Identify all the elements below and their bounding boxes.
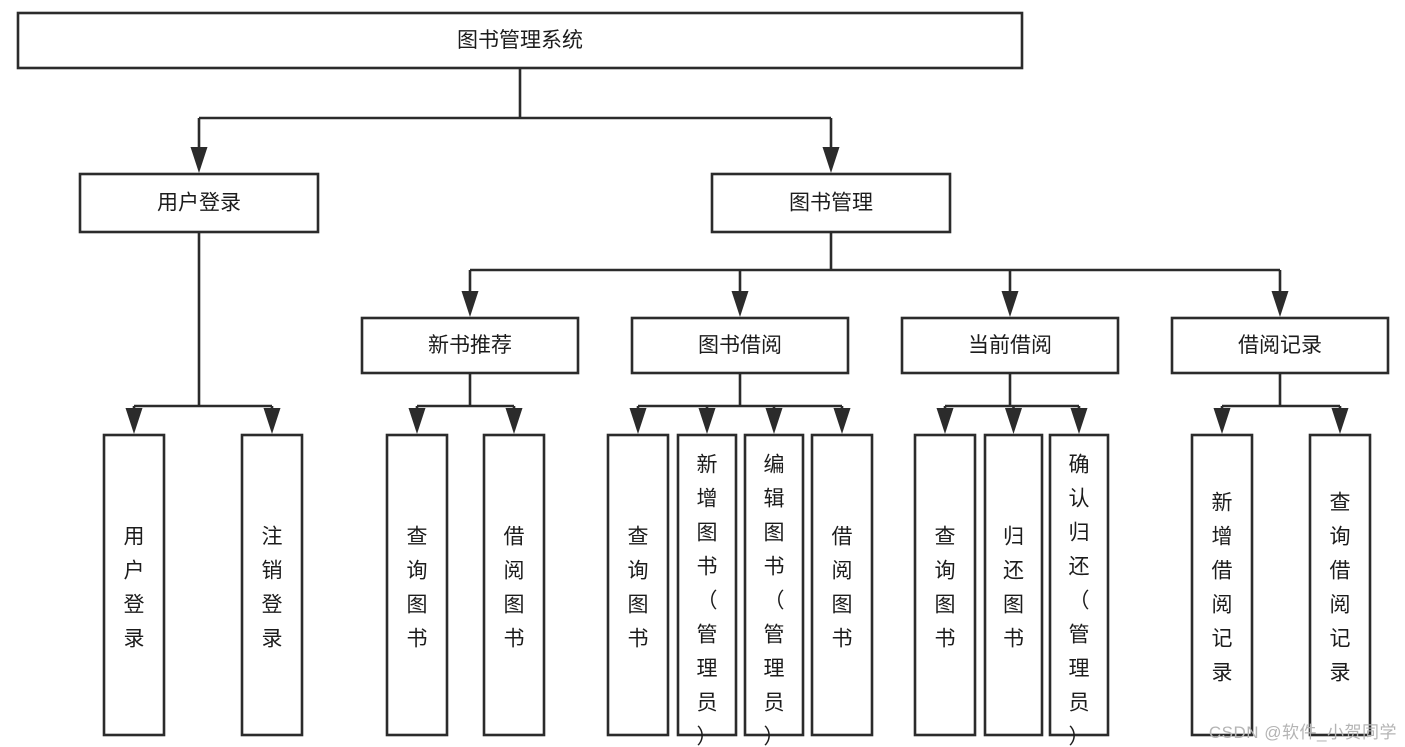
arrow-head-icon [1331, 408, 1349, 434]
node-box[interactable] [743, 433, 805, 737]
node-box[interactable] [482, 433, 546, 737]
node-label: 图书借阅 [698, 334, 782, 357]
node-leaf-add-book[interactable]: 新增图书（管理员） [676, 433, 738, 747]
node-box[interactable] [710, 172, 952, 234]
node-root[interactable]: 图书管理系统 [16, 11, 1024, 70]
arrow-head-icon [505, 408, 523, 434]
arrow-head-icon [1213, 408, 1231, 434]
node-label: 新增借阅记录 [1212, 492, 1233, 685]
node-user-login[interactable]: 用户登录 [78, 172, 320, 234]
node-leaf-borrow-book-1[interactable]: 借阅图书 [482, 433, 546, 737]
node-box[interactable] [78, 172, 320, 234]
node-box[interactable] [900, 316, 1120, 375]
node-box[interactable] [676, 433, 738, 737]
node-box[interactable] [360, 316, 580, 375]
arrow-head-icon [731, 291, 749, 317]
node-layer: 图书管理系统用户登录图书管理新书推荐图书借阅当前借阅借阅记录用户登录注销登录查询… [16, 11, 1390, 747]
arrow-head-icon [629, 408, 647, 434]
node-label: 当前借阅 [968, 334, 1052, 357]
arrow-head-icon [263, 408, 281, 434]
node-label: 新增图书（管理员） [697, 454, 718, 747]
connector-layer [125, 68, 1349, 434]
arrow-head-icon [822, 147, 840, 173]
node-leaf-user-login[interactable]: 用户登录 [102, 433, 166, 737]
node-box[interactable] [606, 433, 670, 737]
node-box[interactable] [630, 316, 850, 375]
node-box[interactable] [1170, 316, 1390, 375]
node-leaf-return-book[interactable]: 归还图书 [983, 433, 1044, 737]
arrow-head-icon [1070, 408, 1088, 434]
arrow-head-icon [190, 147, 208, 173]
node-leaf-query-record[interactable]: 查询借阅记录 [1308, 433, 1372, 737]
node-leaf-query-book-1[interactable]: 查询图书 [385, 433, 449, 737]
node-borrow-record[interactable]: 借阅记录 [1170, 316, 1390, 375]
node-label: 用户登录 [124, 526, 145, 651]
node-box[interactable] [983, 433, 1044, 737]
node-box[interactable] [102, 433, 166, 737]
node-label: 图书管理系统 [457, 29, 583, 52]
arrow-head-icon [1271, 291, 1289, 317]
node-leaf-query-book-2[interactable]: 查询图书 [606, 433, 670, 737]
node-leaf-add-record[interactable]: 新增借阅记录 [1190, 433, 1254, 737]
node-label: 查询图书 [628, 526, 649, 651]
arrow-head-icon [125, 408, 143, 434]
arrow-head-icon [1001, 291, 1019, 317]
arrow-head-icon [833, 408, 851, 434]
node-label: 用户登录 [157, 192, 241, 215]
node-leaf-borrow-book-2[interactable]: 借阅图书 [810, 433, 874, 737]
node-new-book-rec[interactable]: 新书推荐 [360, 316, 580, 375]
node-box[interactable] [385, 433, 449, 737]
node-box[interactable] [1308, 433, 1372, 737]
node-book-borrow[interactable]: 图书借阅 [630, 316, 850, 375]
node-label: 编辑图书（管理员） [764, 454, 785, 747]
node-current-borrow[interactable]: 当前借阅 [900, 316, 1120, 375]
node-label: 借阅图书 [832, 526, 853, 651]
node-label: 注销登录 [262, 526, 283, 651]
node-box[interactable] [913, 433, 977, 737]
node-box[interactable] [1048, 433, 1110, 737]
arrow-head-icon [461, 291, 479, 317]
node-box[interactable] [16, 11, 1024, 70]
node-leaf-query-book-3[interactable]: 查询图书 [913, 433, 977, 737]
node-label: 确认归还（管理员） [1069, 454, 1090, 747]
arrow-head-icon [1005, 408, 1022, 434]
node-leaf-confirm-return[interactable]: 确认归还（管理员） [1048, 433, 1110, 747]
node-label: 图书管理 [789, 192, 873, 215]
node-label: 借阅记录 [1238, 334, 1322, 357]
node-label: 查询图书 [407, 526, 428, 651]
node-label: 查询借阅记录 [1330, 492, 1351, 685]
node-book-mgmt[interactable]: 图书管理 [710, 172, 952, 234]
node-label: 借阅图书 [504, 526, 525, 651]
node-label: 查询图书 [935, 526, 956, 651]
node-label: 归还图书 [1003, 526, 1024, 651]
arrow-head-icon [698, 408, 716, 434]
node-box[interactable] [240, 433, 304, 737]
arrow-head-icon [408, 408, 426, 434]
arrow-head-icon [765, 408, 783, 434]
node-box[interactable] [1190, 433, 1254, 737]
node-leaf-logout[interactable]: 注销登录 [240, 433, 304, 737]
node-label: 新书推荐 [428, 334, 512, 357]
arrow-head-icon [936, 408, 954, 434]
csdn-watermark: CSDN @软件_小贺同学 [1208, 723, 1397, 742]
node-box[interactable] [810, 433, 874, 737]
node-leaf-edit-book[interactable]: 编辑图书（管理员） [743, 433, 805, 747]
